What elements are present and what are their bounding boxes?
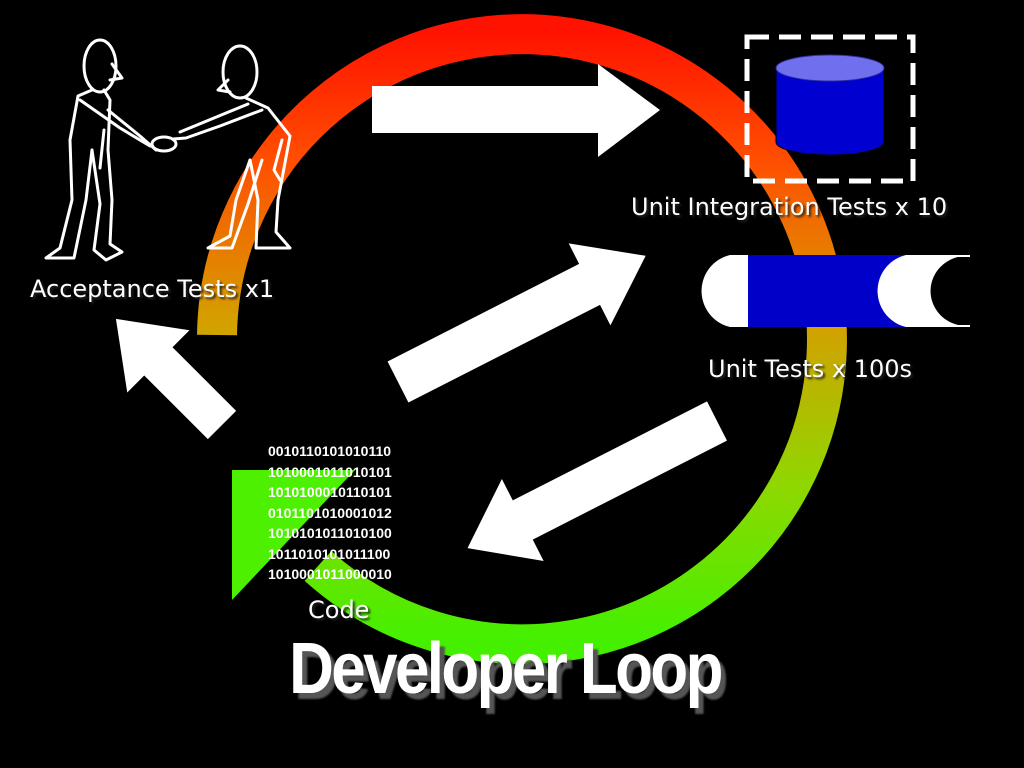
binary-line: 1011010101011100 [268, 545, 391, 562]
integration-dashed-box [744, 34, 916, 184]
binary-line: 0010110101010110 [268, 443, 392, 459]
unit-integration-tests-label: Unit Integration Tests x 10 [631, 193, 948, 221]
binary-line: 1010101011010100 [268, 525, 392, 541]
binary-code-block: 0010110101010110 1010001011010101 101010… [268, 441, 392, 585]
handshake-people-icon [44, 38, 292, 262]
arrow-lower-left [467, 401, 727, 561]
pill-capsule-icon [701, 255, 970, 327]
code-label: Code [308, 596, 370, 624]
loop-arc [197, 14, 847, 665]
unit-tests-label: Unit Tests x 100s [708, 355, 913, 383]
arrow-upper-left [115, 318, 237, 440]
binary-line: 1010001011000010 [268, 566, 392, 582]
arrow-top-right [372, 64, 660, 157]
binary-line: 0101101010001012 [268, 504, 392, 521]
slide-title: Developer Loop [289, 629, 723, 709]
arrow-center-up [387, 243, 646, 403]
acceptance-tests-label: Acceptance Tests x1 [30, 275, 275, 303]
binary-line: 1010001011010101 [268, 463, 392, 480]
binary-line: 1010100010110101 [268, 484, 392, 500]
database-cylinder-icon [775, 54, 885, 156]
loop-arrowhead [232, 470, 355, 600]
